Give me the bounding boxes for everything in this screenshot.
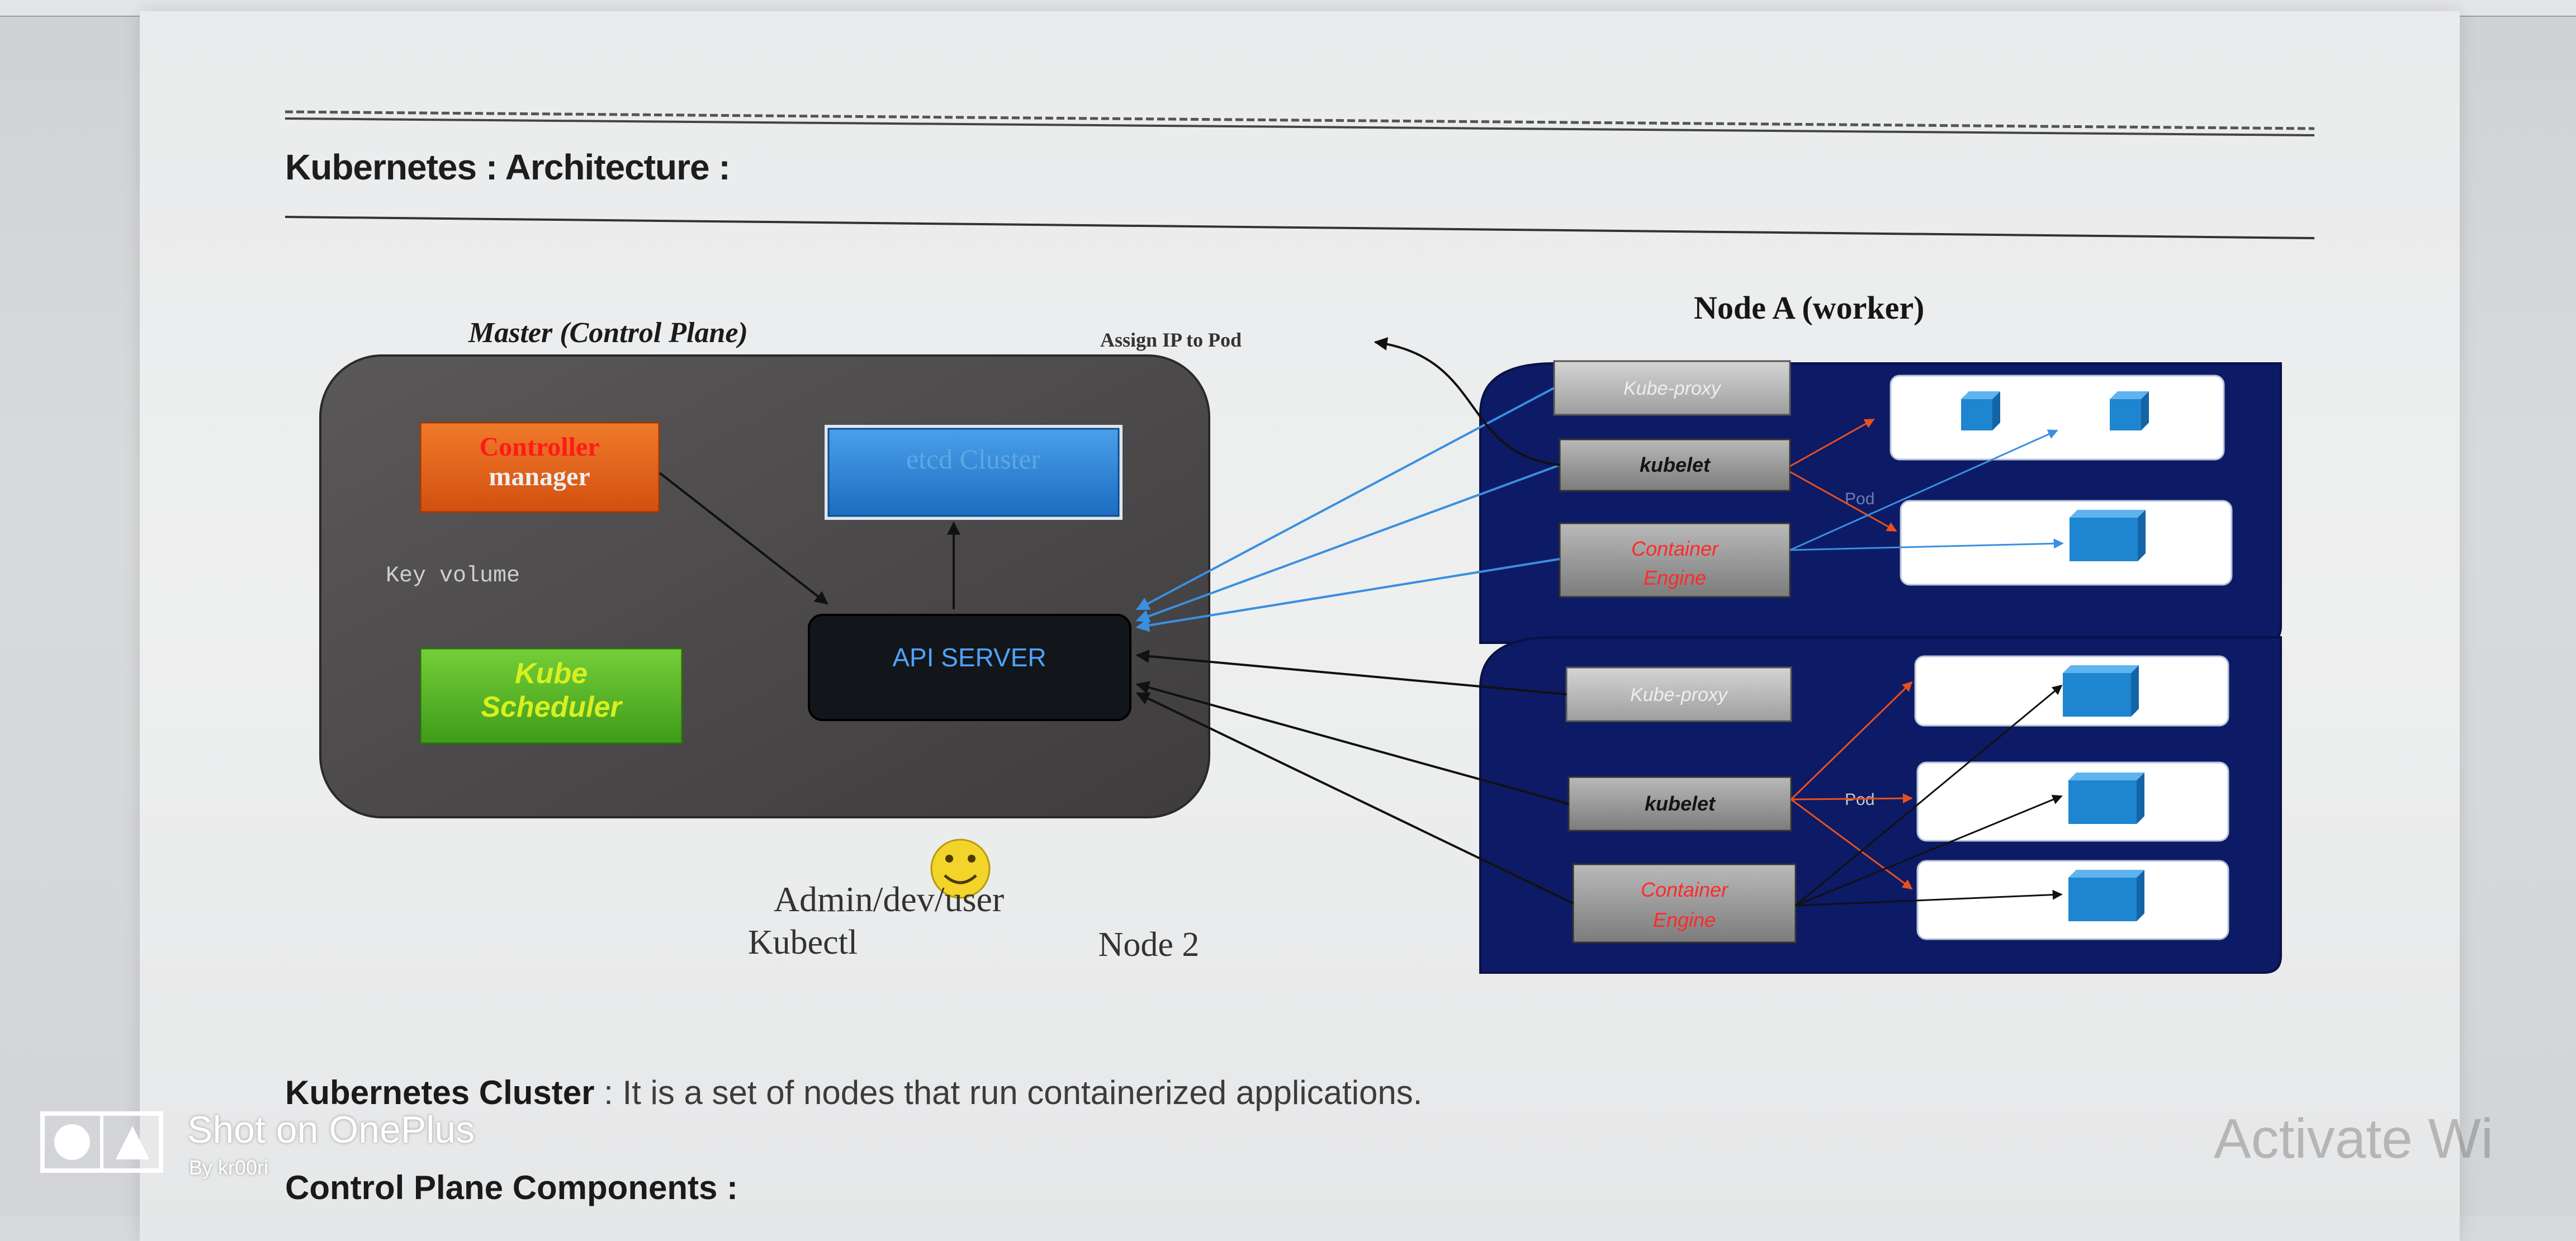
etcd-label: etcd Cluster	[906, 443, 1041, 475]
cluster-definition-text: : It is a set of nodes that run containe…	[594, 1074, 1423, 1111]
container-cube	[1961, 391, 2000, 430]
etcd-cluster-box: etcd Cluster	[825, 425, 1123, 520]
kubelet-to-api-arrow	[1135, 464, 1560, 623]
container-cube	[2068, 773, 2144, 824]
document-rules	[285, 110, 2315, 239]
architecture-diagram: Master (Control Plane) Controller manage…	[319, 290, 2282, 974]
cluster-definition: Kubernetes Cluster : It is a set of node…	[285, 1073, 1422, 1112]
key-volume-label: Key volume	[386, 563, 520, 589]
node2-kubelet-to-api-arrow	[1135, 681, 1569, 805]
svg-text:Engine: Engine	[1653, 908, 1716, 931]
svg-text:kubelet: kubelet	[1645, 792, 1716, 815]
node2-engine-to-api-arrow	[1135, 692, 1574, 904]
photo-credit-watermark: By kr00ri	[189, 1156, 269, 1179]
node-2-kubelet: kubelet	[1568, 776, 1792, 832]
photo-brand-watermark: Shot on OnePlus	[187, 1109, 475, 1151]
assign-ip-arrow	[1374, 337, 1560, 466]
node-a-pod-box-1	[1890, 375, 2225, 461]
camera-logo-icon	[40, 1111, 163, 1173]
admin-label: Admin/dev/user	[774, 879, 1004, 919]
node-2-pod-box-1	[1914, 655, 2229, 727]
node-a-kube-proxy: Kube-proxy	[1553, 360, 1791, 416]
kube-scheduler-box: Kube Scheduler	[419, 647, 683, 745]
kube-proxy-to-api-arrow	[1135, 387, 1555, 610]
container-cube	[2068, 870, 2144, 921]
node-2-kube-proxy: Kube-proxy	[1565, 666, 1792, 722]
node-a-label: Node A (worker)	[1694, 290, 1924, 326]
container-cube	[2070, 510, 2146, 561]
node2-proxy-to-api-arrow	[1135, 650, 1567, 695]
controller-manager-box: Controller manager	[419, 421, 660, 513]
svg-text:Kube-proxy: Kube-proxy	[1623, 378, 1722, 399]
svg-text:Engine: Engine	[1644, 566, 1706, 589]
node-2-pod-box-2	[1916, 761, 2229, 842]
node-a-pod-box-2	[1900, 500, 2233, 586]
container-cube	[2063, 665, 2139, 717]
controller-label-line2: manager	[489, 462, 590, 491]
node-2-label: Node 2	[1098, 926, 1200, 964]
node-2-container-engine: Container Engine	[1572, 863, 1797, 944]
container-cube	[2110, 391, 2149, 430]
node-a-kubelet: kubelet	[1559, 438, 1791, 492]
svg-text:Container: Container	[1641, 878, 1729, 901]
page-title: Kubernetes : Architecture :	[285, 147, 731, 187]
master-label: Master (Control Plane)	[468, 317, 748, 349]
node-2-pod-box-3	[1916, 860, 2229, 940]
kubectl-label: Kubectl	[748, 923, 858, 961]
svg-text:Container: Container	[1631, 537, 1720, 560]
node-a-container-engine: Container Engine	[1559, 522, 1791, 598]
api-server-label: API SERVER	[892, 643, 1046, 672]
svg-text:Kube-proxy: Kube-proxy	[1630, 684, 1729, 705]
assign-ip-label: Assign IP to Pod	[1100, 329, 1242, 351]
cluster-term: Kubernetes Cluster	[285, 1074, 595, 1111]
smiley-icon	[930, 839, 991, 899]
engine-to-api-arrow	[1135, 558, 1560, 632]
scheduler-label-line2: Scheduler	[481, 691, 623, 723]
control-plane-heading: Control Plane Components :	[285, 1169, 738, 1206]
api-server-box: API SERVER	[808, 614, 1131, 721]
controller-to-api-arrow	[659, 472, 828, 605]
scheduler-label-line1: Kube	[515, 657, 588, 690]
svg-text:kubelet: kubelet	[1640, 453, 1711, 476]
controller-label-line1: Controller	[479, 432, 599, 462]
activate-windows-watermark: Activate Wi	[2214, 1107, 2494, 1170]
